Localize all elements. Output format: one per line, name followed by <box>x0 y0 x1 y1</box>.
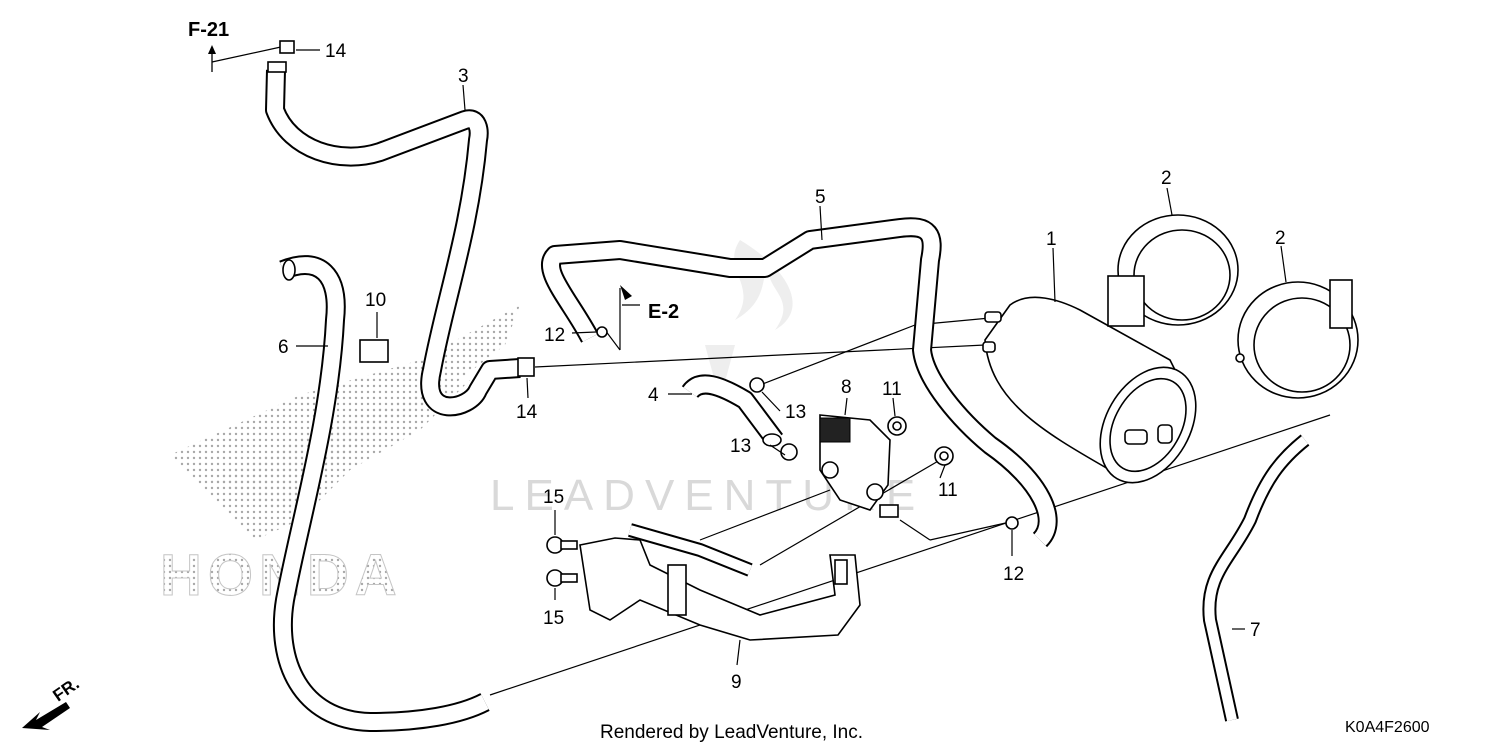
label-part-7: 7 <box>1250 620 1261 641</box>
label-part-9: 9 <box>731 672 742 693</box>
hose-3 <box>265 61 521 417</box>
diagram-code: K0A4F2600 <box>1345 719 1430 736</box>
leader-lines <box>211 44 1331 696</box>
reference-f21: F-21 <box>188 19 229 41</box>
hose-5 <box>541 217 1058 548</box>
label-part-11-lower: 11 <box>938 480 958 501</box>
label-part-1: 1 <box>1046 229 1057 250</box>
hose-6 <box>272 255 490 732</box>
label-part-5: 5 <box>815 187 826 208</box>
honda-watermark-text: HONDA <box>160 543 403 608</box>
e2-arrow <box>620 285 640 306</box>
f21-arrow <box>208 45 216 72</box>
solenoid-8 <box>819 414 899 518</box>
label-part-14-upper: 14 <box>325 41 347 62</box>
band-2-left <box>1107 214 1239 327</box>
callout-leaders <box>296 49 1287 666</box>
label-part-8: 8 <box>841 377 852 398</box>
label-part-10: 10 <box>365 290 386 311</box>
hose-7 <box>1202 434 1310 722</box>
reference-e2: E-2 <box>648 301 679 323</box>
label-part-14-lower: 14 <box>516 402 538 423</box>
label-part-15-upper: 15 <box>543 487 564 508</box>
part-labels: 1 2 2 3 4 5 6 7 8 9 10 11 11 12 12 13 13… <box>278 41 1286 693</box>
label-part-12-upper: 12 <box>544 325 565 346</box>
canister-1 <box>982 296 1197 484</box>
hose-4 <box>681 374 783 447</box>
bracket-9 <box>579 523 861 641</box>
label-part-13-lower: 13 <box>730 436 751 457</box>
front-arrow-icon <box>22 702 70 730</box>
front-marker-label: FR. <box>49 674 82 705</box>
footer-credit: Rendered by LeadVenture, Inc. <box>600 722 863 743</box>
label-part-4: 4 <box>648 385 659 406</box>
fasteners <box>279 40 1019 587</box>
label-part-15-lower: 15 <box>543 608 564 629</box>
label-part-12-lower: 12 <box>1003 564 1024 585</box>
label-part-6: 6 <box>278 337 289 358</box>
label-part-2-left: 2 <box>1161 168 1172 189</box>
label-part-3: 3 <box>458 66 469 87</box>
label-part-2-right: 2 <box>1275 228 1286 249</box>
label-part-13-upper: 13 <box>785 402 806 423</box>
band-2-right <box>1235 279 1359 399</box>
label-part-11-upper: 11 <box>882 379 902 400</box>
